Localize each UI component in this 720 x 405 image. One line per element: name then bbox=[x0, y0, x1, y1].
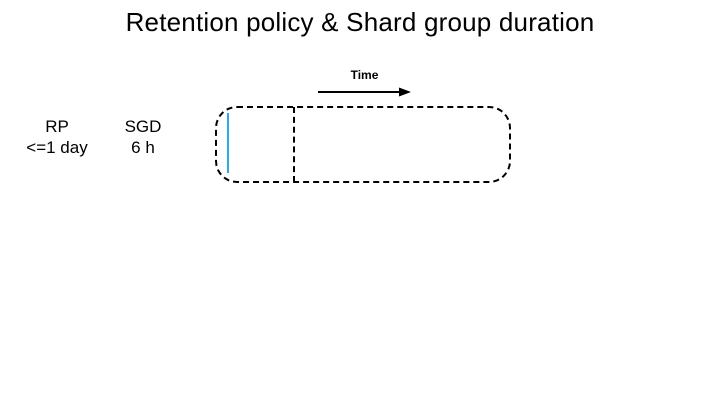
sgd-header: SGD bbox=[124, 117, 162, 136]
policy-column-sgd: SGD 6 h bbox=[120, 116, 166, 158]
shard-data-line bbox=[227, 113, 229, 173]
shard-group-box bbox=[215, 106, 511, 183]
time-axis-label: Time bbox=[350, 68, 379, 82]
policy-table: RP <=1 day SGD 6 h bbox=[20, 116, 166, 158]
rp-header: RP bbox=[45, 117, 69, 136]
page-title: Retention policy & Shard group duration bbox=[125, 7, 595, 37]
time-axis: Time bbox=[318, 68, 411, 98]
time-arrow-icon bbox=[318, 87, 411, 97]
sgd-value: 6 h bbox=[131, 138, 155, 157]
shard-divider-line bbox=[293, 107, 295, 182]
rp-value: <=1 day bbox=[26, 138, 88, 157]
policy-column-rp: RP <=1 day bbox=[20, 116, 94, 158]
